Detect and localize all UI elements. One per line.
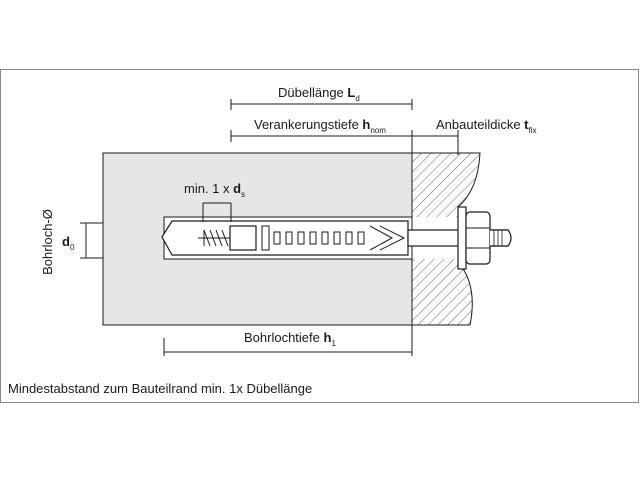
- washer: [457, 206, 467, 270]
- label-verankerungstiefe: Verankerungstiefe hnom: [254, 117, 386, 135]
- label-min-ds: min. 1 x ds: [184, 181, 245, 199]
- dimension-verankerungstiefe: [230, 130, 413, 155]
- label-bohrlochtiefe: Bohrlochtiefe h1: [244, 330, 336, 348]
- dimension-duebellaenge: [230, 99, 413, 110]
- screw-tip: [198, 229, 236, 247]
- dowel-slots: [261, 225, 365, 251]
- label-anbauteildicke: Anbauteildicke tfix: [436, 117, 537, 135]
- label-duebellaenge: Dübellänge Ld: [278, 85, 360, 103]
- label-bohrloch-d: Bohrloch-Ø: [40, 209, 55, 275]
- nut: [465, 211, 491, 265]
- footer-note: Mindestabstand zum Bauteilrand min. 1x D…: [8, 381, 313, 396]
- dimension-bohrlochtiefe: [163, 325, 413, 356]
- dimension-min-ds: [202, 202, 232, 222]
- label-d0: d0: [62, 234, 75, 252]
- dimension-anbauteildicke: [412, 130, 459, 155]
- dimension-d0: [80, 222, 103, 259]
